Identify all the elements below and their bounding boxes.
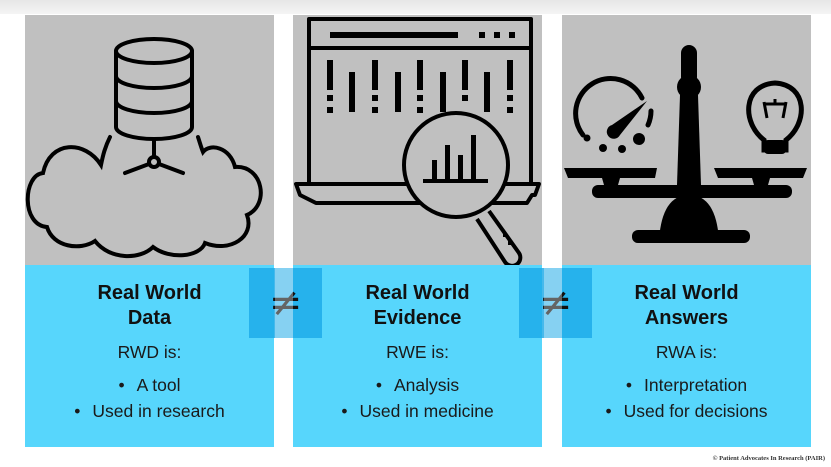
panel-title: Real World Answers xyxy=(562,281,811,331)
panel-image-area xyxy=(562,15,811,265)
bullet-list: Analysis Used in medicine xyxy=(293,372,542,424)
cloud-database-icon xyxy=(25,37,263,259)
not-equal-separator: ≠ xyxy=(519,268,592,338)
panel-real-world-answers: Real World Answers RWA is: Interpretatio… xyxy=(562,15,811,447)
bullet-item: Analysis xyxy=(293,372,542,398)
panel-image-area xyxy=(25,15,274,265)
panel-text-area: Real World Evidence RWE is: Analysis Use… xyxy=(293,265,542,447)
separator-gap-highlight xyxy=(275,268,293,338)
bullet-item: Used in research xyxy=(25,398,274,424)
panel-subtitle: RWE is: xyxy=(386,342,449,362)
panel-text-area: Real World Answers RWA is: Interpretatio… xyxy=(562,265,811,447)
panel-title: Real World Data xyxy=(25,281,274,331)
top-bar xyxy=(0,0,831,14)
panel-subtitle: RWD is: xyxy=(117,342,182,362)
title-line-2: Evidence xyxy=(373,307,462,329)
bullet-list: Interpretation Used for decisions xyxy=(562,372,811,424)
panel-real-world-evidence: Real World Evidence RWE is: Analysis Use… xyxy=(293,15,542,447)
separator-gap-highlight xyxy=(544,268,562,338)
panel-text-area: Real World Data RWD is: A tool Used in r… xyxy=(25,265,274,447)
panel-real-world-data: Real World Data RWD is: A tool Used in r… xyxy=(25,15,274,447)
title-line-1: Real World xyxy=(365,282,470,304)
bullet-item: Used for decisions xyxy=(562,398,811,424)
panel-image-area xyxy=(293,15,542,265)
panel-title: Real World Evidence xyxy=(293,281,542,331)
bullet-item: A tool xyxy=(25,372,274,398)
title-line-1: Real World xyxy=(634,282,739,304)
title-line-2: Answers xyxy=(644,307,729,329)
bullet-item: Interpretation xyxy=(562,372,811,398)
title-line-2: Data xyxy=(127,307,172,329)
panel-subtitle: RWA is: xyxy=(655,342,718,362)
bullet-item: Used in medicine xyxy=(293,398,542,424)
bullet-list: A tool Used in research xyxy=(25,372,274,424)
copyright-notice: © Patient Advocates In Research (PAIR) xyxy=(712,455,825,462)
title-line-1: Real World xyxy=(97,282,202,304)
laptop-magnifier-chart-icon xyxy=(294,17,541,265)
not-equal-separator: ≠ xyxy=(249,268,322,338)
scale-gauge-lightbulb-icon xyxy=(564,45,807,243)
